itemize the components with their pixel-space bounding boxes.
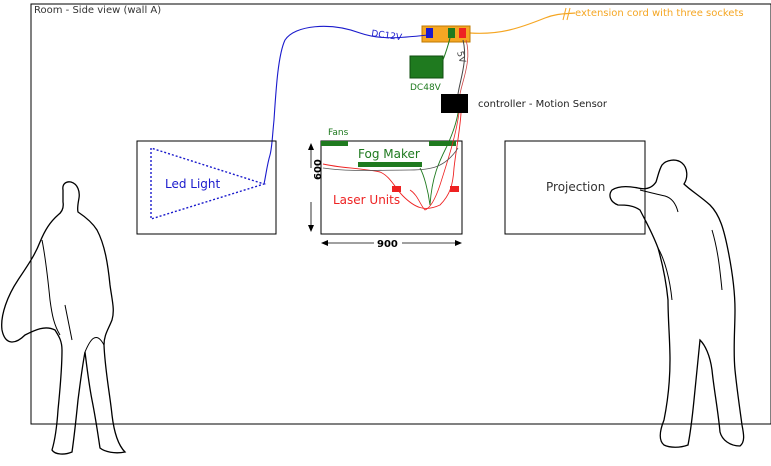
power-strip [421, 25, 471, 43]
room-title: Room - Side view (wall A) [34, 5, 161, 16]
dc48v-label: DC48V [410, 83, 442, 93]
controller-power-wire [457, 39, 466, 95]
width-label-bg [374, 237, 402, 249]
extension-cord [469, 12, 576, 34]
cord-break-mark-1 [562, 7, 567, 21]
height-label-bg [304, 168, 318, 202]
person-right-arm-detail [639, 189, 723, 301]
projection-label: Projection [546, 180, 605, 194]
laser-unit-right [450, 186, 459, 192]
led-light-box [136, 140, 277, 235]
controller-box [441, 94, 468, 113]
fan-right [429, 141, 456, 146]
room-wall [30, 3, 771, 425]
fog-maker-label: Fog Maker [358, 147, 420, 161]
fog-box-wire-green [419, 112, 459, 206]
extension-cord-label: extension cord with three sockets [575, 8, 744, 19]
person-left [1, 181, 127, 455]
height-arrow-bottom [308, 225, 314, 232]
five-v-label: 5V [454, 50, 467, 65]
cord-break-mark-2 [566, 7, 571, 21]
controller-power-wire-red [459, 39, 469, 95]
dc48v-adapter [409, 55, 444, 79]
fog-maker-bar [358, 162, 422, 167]
fog-box-wire-dark [322, 147, 459, 171]
person-left-arm-detail [41, 239, 105, 353]
projection-box [504, 140, 646, 235]
led-light-label: Led Light [165, 177, 221, 191]
width-label: 900 [377, 239, 398, 250]
fog-laser-box [320, 140, 463, 235]
socket-red [459, 28, 466, 38]
socket-blue [426, 28, 433, 38]
fans-label: Fans [328, 128, 349, 138]
width-arrow-right [455, 240, 462, 246]
width-arrow-left [321, 240, 328, 246]
adapter-cable [442, 37, 451, 61]
height-label: 600 [313, 159, 324, 180]
controller-label: controller - Motion Sensor [478, 99, 608, 110]
dc12v-label: DC12V [371, 29, 404, 43]
dc12v-cable [263, 25, 429, 185]
height-arrow-top [308, 143, 314, 150]
fog-box-wire-red [322, 112, 462, 209]
fog-box-wire-red-2 [409, 112, 460, 211]
laser-units-label: Laser Units [333, 193, 400, 207]
laser-unit-left [392, 186, 401, 192]
fan-left [321, 141, 348, 146]
person-right [609, 159, 745, 448]
led-light-triangle [150, 147, 267, 220]
socket-green [448, 28, 455, 38]
